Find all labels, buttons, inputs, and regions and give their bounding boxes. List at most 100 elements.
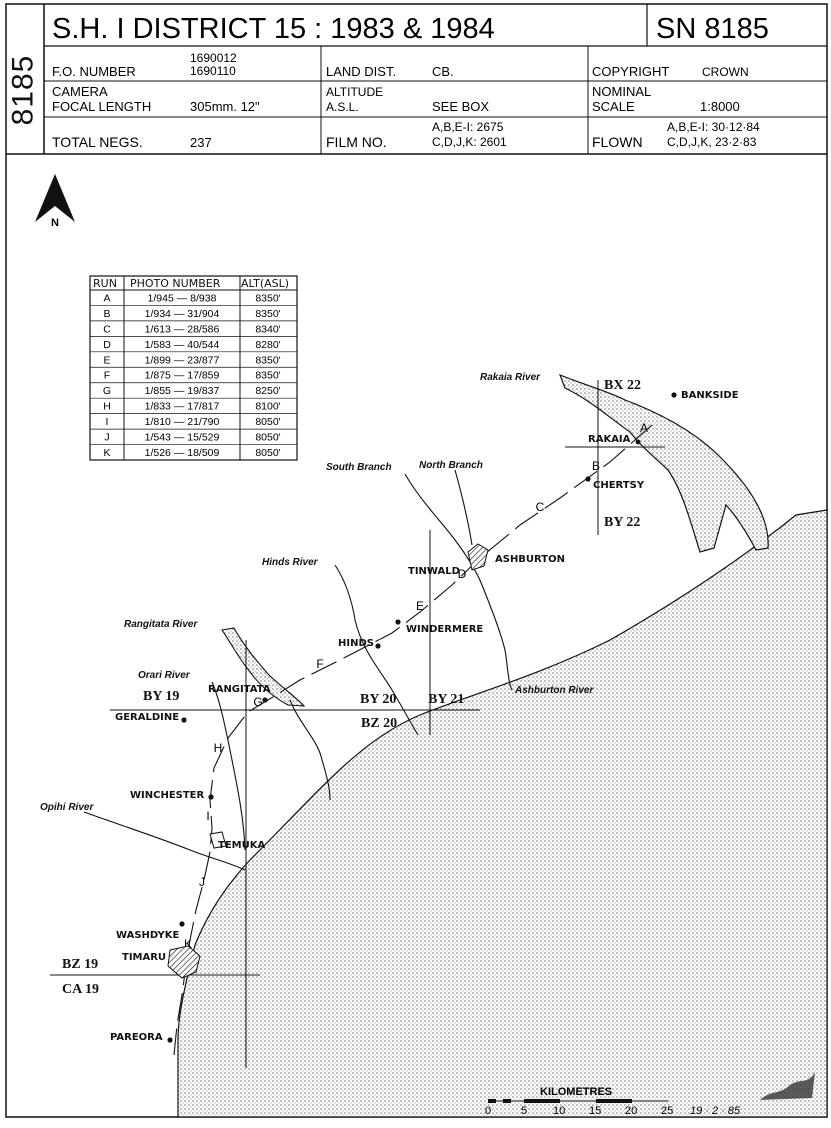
- north-label: N: [51, 217, 59, 229]
- scale-tick-25: 25: [661, 1105, 673, 1117]
- river-south-branch-label: South Branch: [326, 462, 392, 473]
- run-table-cell: 8100': [255, 401, 280, 413]
- run-table-cell: 8050': [255, 447, 280, 459]
- camera-label: CAMERA: [52, 84, 108, 99]
- asl-label: A.S.L.: [326, 100, 359, 114]
- aerial-mapping-stamp-icon: [749, 1044, 821, 1116]
- rakaia-river-bed: [558, 373, 769, 553]
- altitude-label: ALTITUDE: [326, 85, 383, 99]
- film-no-value-2: C,D,J,K: 2601: [432, 135, 507, 149]
- run-table-cell: 1/583 — 40/544: [145, 339, 220, 351]
- run-table-cell: 1/810 — 21/790: [145, 416, 220, 428]
- run-table-cell: 1/875 — 17/859: [145, 370, 220, 382]
- run-table-cell: 1/934 — 31/904: [145, 308, 220, 320]
- place-rakaia: RAKAIA: [588, 434, 631, 445]
- run-label-h: H: [214, 741, 223, 755]
- run-table-cell: H: [103, 401, 111, 413]
- run-table-cell: 1/543 — 15/529: [145, 432, 220, 444]
- run-table-cell: 8350': [255, 370, 280, 382]
- river-rakaia-label: Rakaia River: [480, 372, 541, 383]
- run-table-cell: E: [103, 354, 110, 366]
- side-code-text: 8185: [6, 54, 39, 126]
- run-table-cell: D: [103, 339, 111, 351]
- rangitata-river-bed: [221, 627, 306, 707]
- run-label-f: F: [316, 657, 323, 671]
- flown-value-1: A,B,E-I: 30·12·84: [667, 120, 760, 134]
- grid-ref-bz20: BZ 20: [361, 716, 397, 731]
- river-orari-label: Orari River: [138, 670, 191, 681]
- flown-value-2: C,D,J,K, 23·2·83: [667, 135, 757, 149]
- scale-tick-20: 20: [625, 1105, 637, 1117]
- scale-tick-10: 10: [553, 1105, 565, 1117]
- grid-ref-by22: BY 22: [604, 515, 640, 530]
- asl-value: SEE BOX: [432, 99, 489, 114]
- place-ashburton: ASHBURTON: [495, 554, 565, 565]
- run-table-cell: J: [104, 432, 109, 444]
- run-table-cell: 1/613 — 28/586: [145, 323, 220, 335]
- scale-tick-5: 5: [521, 1105, 527, 1117]
- place-winchester: WINCHESTER: [130, 790, 205, 801]
- run-table-cell: 1/945 — 8/938: [148, 292, 217, 304]
- run-table-cell: 8350': [255, 354, 280, 366]
- run-table-cell: 8050': [255, 416, 280, 428]
- grid-ref-bz19: BZ 19: [62, 957, 98, 972]
- river-north-branch-label: North Branch: [419, 460, 483, 471]
- run-table-cell: 1/855 — 19/837: [145, 385, 220, 397]
- scale-value: 1:8000: [700, 99, 740, 114]
- scale-bar: KILOMETRES 0 5 10 15 20 25: [485, 1086, 673, 1117]
- run-table-cell: K: [103, 447, 110, 459]
- run-table-cell: 1/526 — 18/509: [145, 447, 220, 459]
- run-label-j: J: [199, 875, 205, 889]
- place-temuka: TEMUKA: [218, 840, 265, 851]
- place-chertsy: CHERTSY: [593, 480, 645, 491]
- place-tinwald: TINWALD: [408, 566, 460, 577]
- place-timaru: TIMARU: [122, 952, 166, 963]
- run-label-k: K: [184, 937, 192, 951]
- river-rangitata-label: Rangitata River: [124, 619, 198, 630]
- copyright-value: CROWN: [702, 65, 749, 79]
- run-label-g: G: [253, 695, 262, 709]
- place-windermere: WINDERMERE: [406, 624, 483, 635]
- run-table-header-photo: PHOTO NUMBER: [130, 277, 221, 290]
- flight-line: [173, 424, 653, 1056]
- sheet-number: SN 8185: [656, 13, 769, 45]
- fo-number-value-1: 1690012: [190, 51, 237, 65]
- flown-label: FLOWN: [592, 134, 643, 150]
- run-label-d: D: [458, 567, 467, 581]
- river-opihi-label: Opihi River: [40, 802, 94, 813]
- run-table-header-alt: ALT(ASL): [241, 277, 289, 290]
- place-hinds: HINDS: [338, 638, 374, 649]
- run-table-cell: F: [104, 370, 110, 382]
- run-table-cell: 1/833 — 17/817: [145, 401, 220, 413]
- run-label-i: I: [206, 809, 209, 823]
- scale-tick-15: 15: [589, 1105, 601, 1117]
- place-dots: [167, 392, 677, 1043]
- run-table-header-run: RUN: [93, 277, 117, 290]
- place-washdyke: WASHDYKE: [116, 930, 179, 941]
- north-arrow-icon: N: [35, 174, 75, 229]
- run-table-cell: 8250': [255, 385, 280, 397]
- grid-ref-bx22: BX 22: [604, 378, 641, 393]
- run-table-cell: 8340': [255, 323, 280, 335]
- grid-lines: [50, 380, 665, 1068]
- issue-date: 19 · 2 · 85: [690, 1105, 741, 1117]
- land-district-label: LAND DIST.: [326, 64, 396, 79]
- focal-length-label: FOCAL LENGTH: [52, 99, 151, 114]
- land-district-value: CB.: [432, 64, 454, 79]
- run-label-b: B: [592, 459, 600, 473]
- fo-number-value-2: 1690110: [190, 64, 236, 78]
- run-table-cell: 8280': [255, 339, 280, 351]
- run-table-cell: C: [103, 323, 111, 335]
- sea-area: [177, 509, 828, 1118]
- copyright-label: COPYRIGHT: [592, 64, 669, 79]
- side-code: 8185: [6, 50, 39, 130]
- fo-number-label: F.O. NUMBER: [52, 64, 136, 79]
- run-table-cell: B: [103, 308, 110, 320]
- run-label-e: E: [416, 599, 424, 613]
- total-negs-value: 237: [190, 135, 212, 150]
- film-no-value-1: A,B,E-I: 2675: [432, 120, 504, 134]
